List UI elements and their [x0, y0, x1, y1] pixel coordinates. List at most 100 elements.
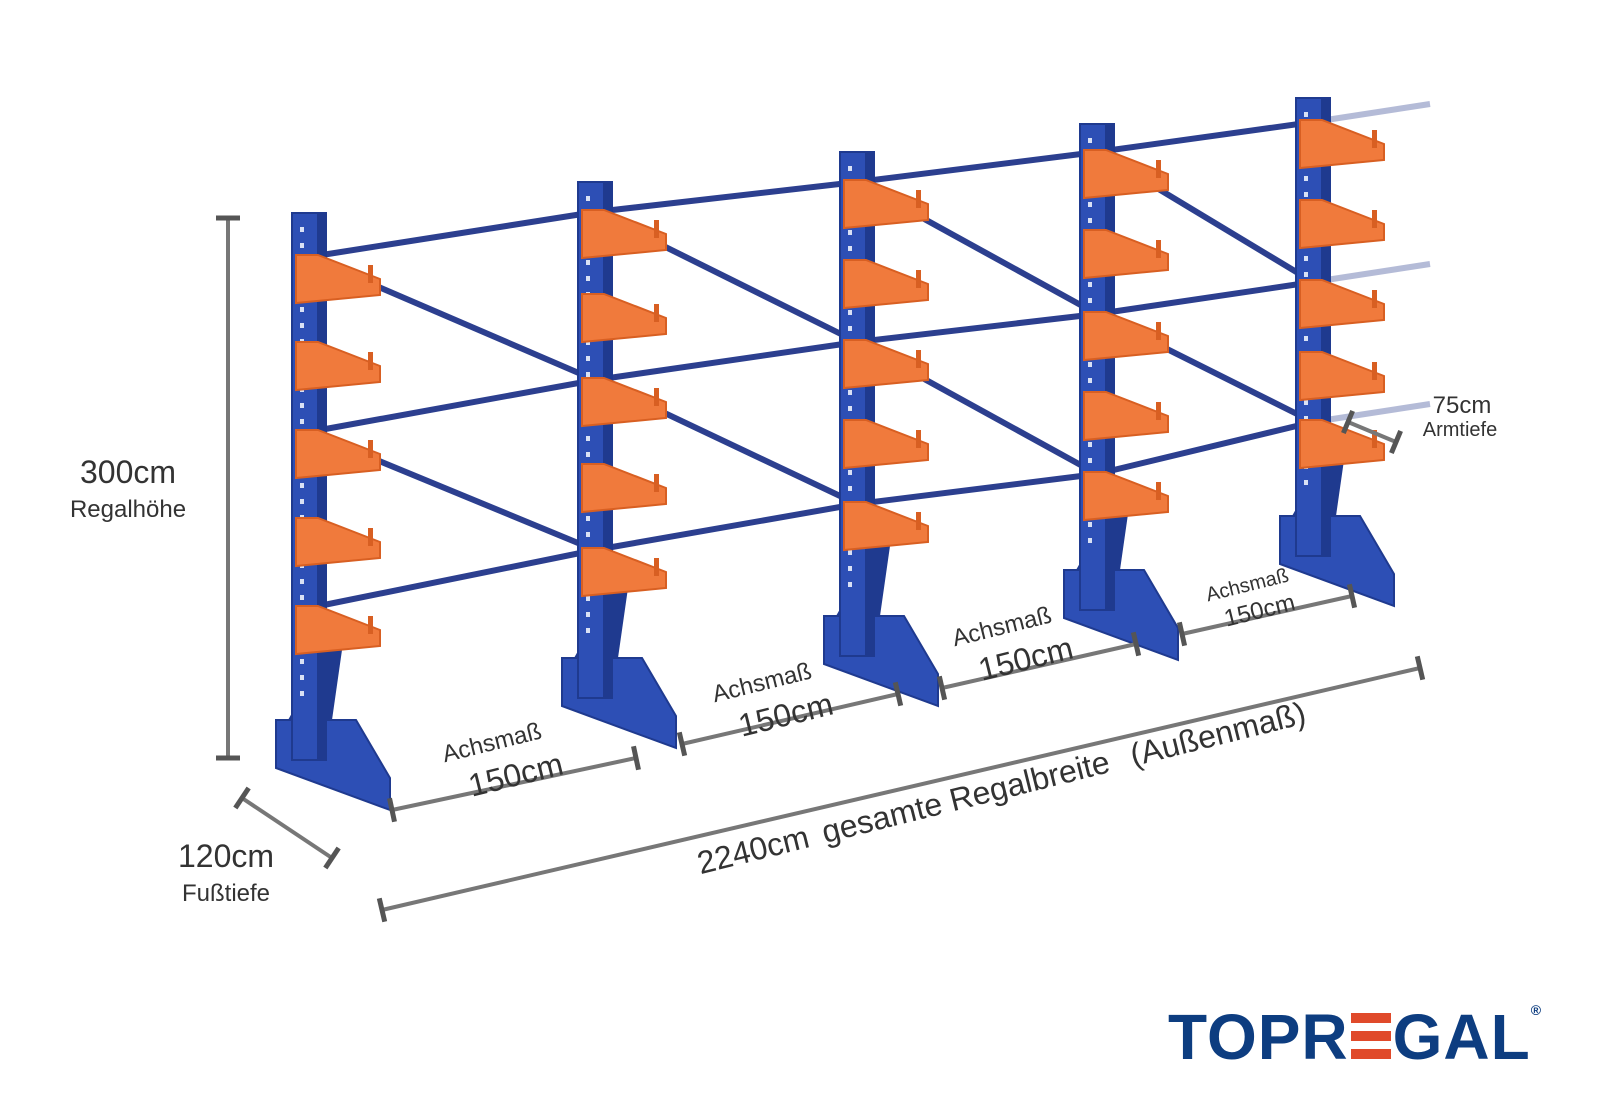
- cantilever-arm: [295, 605, 381, 656]
- column-hole: [300, 243, 304, 248]
- bay-1-dimension-line: [390, 756, 638, 812]
- dimension-lines-layer: [216, 215, 1426, 923]
- cantilever-arm: [581, 209, 667, 260]
- column-hole: [1304, 256, 1308, 261]
- column-hole: [1304, 400, 1308, 405]
- foot-depth-label: Fußtiefe: [181, 880, 271, 907]
- column-hole: [1088, 538, 1092, 543]
- column-hole: [1088, 442, 1092, 447]
- column-hole: [300, 659, 304, 664]
- column-hole: [300, 419, 304, 424]
- column-hole: [1088, 522, 1092, 527]
- column-hole: [1304, 192, 1308, 197]
- arm-end-stop: [1156, 402, 1161, 420]
- arm-end-stop: [368, 616, 373, 634]
- logo-text-prefix: TOPR: [1168, 1001, 1349, 1073]
- arm-end-stop: [1156, 322, 1161, 340]
- logo-text-suffix: GAL: [1392, 1001, 1531, 1073]
- rail-bar: [854, 311, 1100, 345]
- column-hole: [586, 516, 590, 521]
- column-hole: [300, 483, 304, 488]
- foot-depth-dimension-line-tick: [323, 846, 341, 870]
- cantilever-arm: [1299, 351, 1385, 402]
- arm-end-stop: [368, 528, 373, 546]
- rail-extension: [1312, 101, 1431, 125]
- column-hole: [586, 260, 590, 265]
- cantilever-arm: [1299, 119, 1385, 170]
- cantilever-arm: [1299, 419, 1385, 470]
- rail-bar: [854, 471, 1100, 507]
- rail-bar: [306, 377, 598, 435]
- column-hole: [586, 532, 590, 537]
- rail-bar: [592, 339, 860, 383]
- column-hole: [848, 486, 852, 491]
- cantilever-arm: [581, 547, 667, 598]
- bay-1-dimension-line-tick: [631, 745, 641, 771]
- cantilever-arm: [1083, 391, 1169, 442]
- column-hole: [1088, 202, 1092, 207]
- column-hole: [1304, 112, 1308, 117]
- column-hole: [586, 612, 590, 617]
- logo-registered-mark: ®: [1530, 1002, 1543, 1018]
- bay-2-dimension-line-tick: [676, 731, 688, 757]
- cantilever-arm: [295, 517, 381, 568]
- cantilever-arm: [581, 293, 667, 344]
- column-hole: [586, 340, 590, 345]
- foot-depth-value: 120cm: [177, 838, 275, 874]
- cantilever-arm: [295, 429, 381, 480]
- column-hole: [848, 550, 852, 555]
- rail-bar: [854, 149, 1100, 185]
- column-hole: [586, 356, 590, 361]
- cantilever-arm: [843, 339, 929, 390]
- rail-bar: [592, 179, 860, 215]
- arm-end-stop: [654, 558, 659, 576]
- column-hole: [848, 310, 852, 315]
- column-hole: [300, 403, 304, 408]
- column-hole: [300, 595, 304, 600]
- cantilever-arm: [1083, 311, 1169, 362]
- column-hole: [848, 566, 852, 571]
- height-value: 300cm: [79, 454, 177, 490]
- arm-end-stop: [654, 220, 659, 238]
- bay-3-dimension-line-tick: [1130, 631, 1142, 657]
- bay-4-dimension-line-tick: [1346, 583, 1358, 609]
- arm-end-stop: [916, 430, 921, 448]
- rail-extension: [1312, 401, 1431, 425]
- column-hole: [586, 276, 590, 281]
- column-hole: [300, 323, 304, 328]
- rail-bar: [306, 547, 598, 611]
- rail-extension: [1312, 261, 1431, 285]
- cantilever-arm: [295, 254, 381, 305]
- column-hole: [586, 628, 590, 633]
- arm-depth-dimension-line: [1346, 420, 1398, 444]
- column-hole: [848, 230, 852, 235]
- column-side-face: [865, 152, 874, 656]
- arm-end-stop: [1156, 240, 1161, 258]
- rail-bar: [1094, 279, 1316, 317]
- cantilever-arm: [1083, 471, 1169, 522]
- column-hole: [848, 246, 852, 251]
- arm-depth-label: Armtiefe: [1422, 419, 1498, 441]
- column-side-face: [317, 213, 326, 760]
- arm-depth-value: 75cm: [1432, 392, 1492, 419]
- rail-bar: [1094, 119, 1316, 155]
- column-hole: [300, 675, 304, 680]
- column-hole: [300, 499, 304, 504]
- total-width-dimension-line: [380, 666, 1422, 912]
- arm-end-stop: [1372, 362, 1377, 380]
- column-side-face: [1321, 98, 1330, 556]
- bay-4-dimension-line-tick: [1176, 621, 1188, 647]
- column-hole: [586, 196, 590, 201]
- cantilever-arm: [843, 259, 929, 310]
- arm-end-stop: [368, 440, 373, 458]
- arm-depth-dimension-line-tick: [1389, 429, 1403, 455]
- rail-bar: [306, 209, 598, 260]
- arm-end-stop: [916, 512, 921, 530]
- cantilever-arm: [843, 419, 929, 470]
- column-hole: [1088, 362, 1092, 367]
- column-hole: [848, 582, 852, 587]
- column-hole: [1304, 272, 1308, 277]
- bracing-layer: [306, 101, 1431, 611]
